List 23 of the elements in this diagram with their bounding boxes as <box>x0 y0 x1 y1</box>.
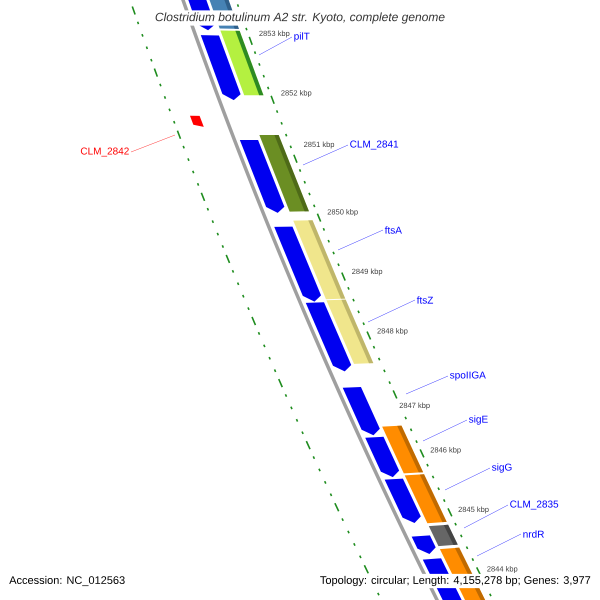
leader-line <box>302 144 348 166</box>
footer-text: Topology: circular; Length: 4,155,278 bp; Genes: 3,977 <box>318 574 593 588</box>
gene-label: nrdR <box>523 530 544 538</box>
leader-line <box>406 376 448 394</box>
leader-line <box>464 504 508 528</box>
title: Clostridium botulinum A2 str. Kyoto, complete genome <box>150 10 450 26</box>
leader-line <box>422 420 468 442</box>
leader-line <box>368 300 416 322</box>
gene-label: CLM_2841 <box>350 140 398 150</box>
gene-label: sigG <box>492 463 512 473</box>
gene-label: CLM_2842 <box>80 148 129 156</box>
footer-text: Accession: NC_012563 <box>7 574 128 588</box>
leader-line <box>338 230 384 250</box>
gene-label: ftsA <box>384 226 402 234</box>
leader-line <box>444 468 490 490</box>
gene-label: sigE <box>468 415 488 425</box>
leader-line <box>476 534 522 556</box>
gene-label: CLM_2835 <box>510 500 558 510</box>
gene-label: ftsZ <box>416 296 434 304</box>
leader-line <box>258 36 292 56</box>
leader-line <box>130 134 176 152</box>
gene-label: spoIIGA <box>450 371 486 381</box>
gene-label: pilT <box>294 32 310 42</box>
